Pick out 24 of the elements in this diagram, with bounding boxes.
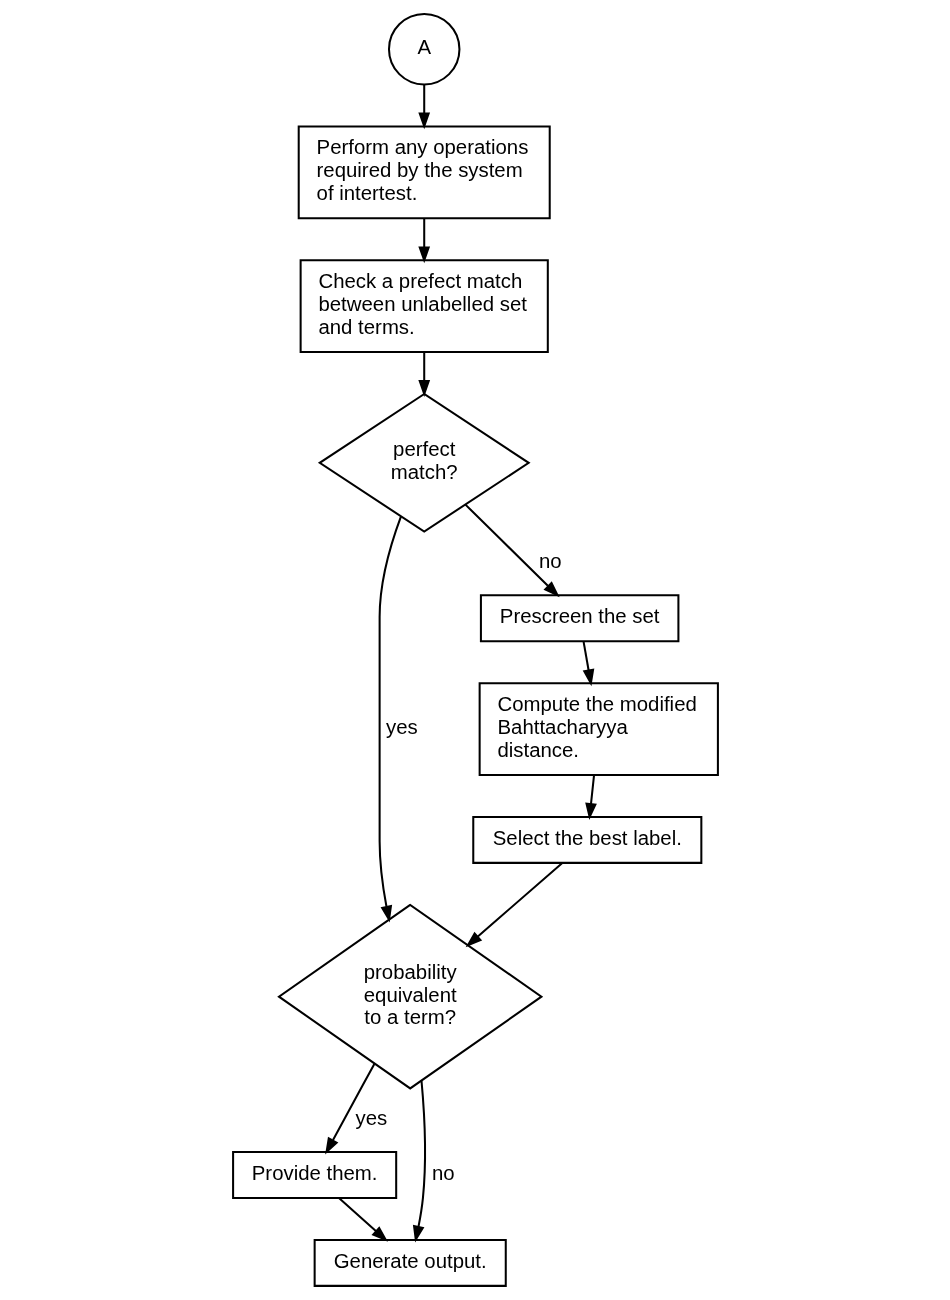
node-box: Provide them. — [231, 1151, 397, 1199]
arrow — [582, 641, 594, 687]
node-box: Check a prefect match between unlabelled set and terms. — [299, 259, 549, 353]
arrow — [465, 862, 563, 948]
edge-label: no — [431, 1161, 455, 1184]
node-diamond: perfect match? — [317, 392, 531, 533]
node-box: Compute the modified Bahttacharyya distance. — [478, 682, 719, 776]
edge-label: yes — [354, 1107, 387, 1130]
arrow — [378, 516, 402, 923]
arrow — [417, 84, 430, 130]
arrow — [338, 1197, 388, 1242]
node-box: Perform any operations required by the system of intertest. — [297, 125, 551, 220]
arrow — [324, 1063, 375, 1155]
arrow — [464, 503, 560, 598]
node-box: Prescreen the set — [479, 594, 679, 643]
node-box: Select the best label. — [471, 816, 702, 864]
edge-label: no — [538, 550, 562, 573]
arrow — [417, 218, 430, 264]
arrow — [417, 352, 430, 397]
node-circle: A — [387, 13, 460, 86]
edge-label: yes — [385, 715, 418, 738]
arrow — [412, 1080, 426, 1243]
arrow — [584, 774, 597, 820]
node-box: Generate output. — [313, 1239, 507, 1287]
